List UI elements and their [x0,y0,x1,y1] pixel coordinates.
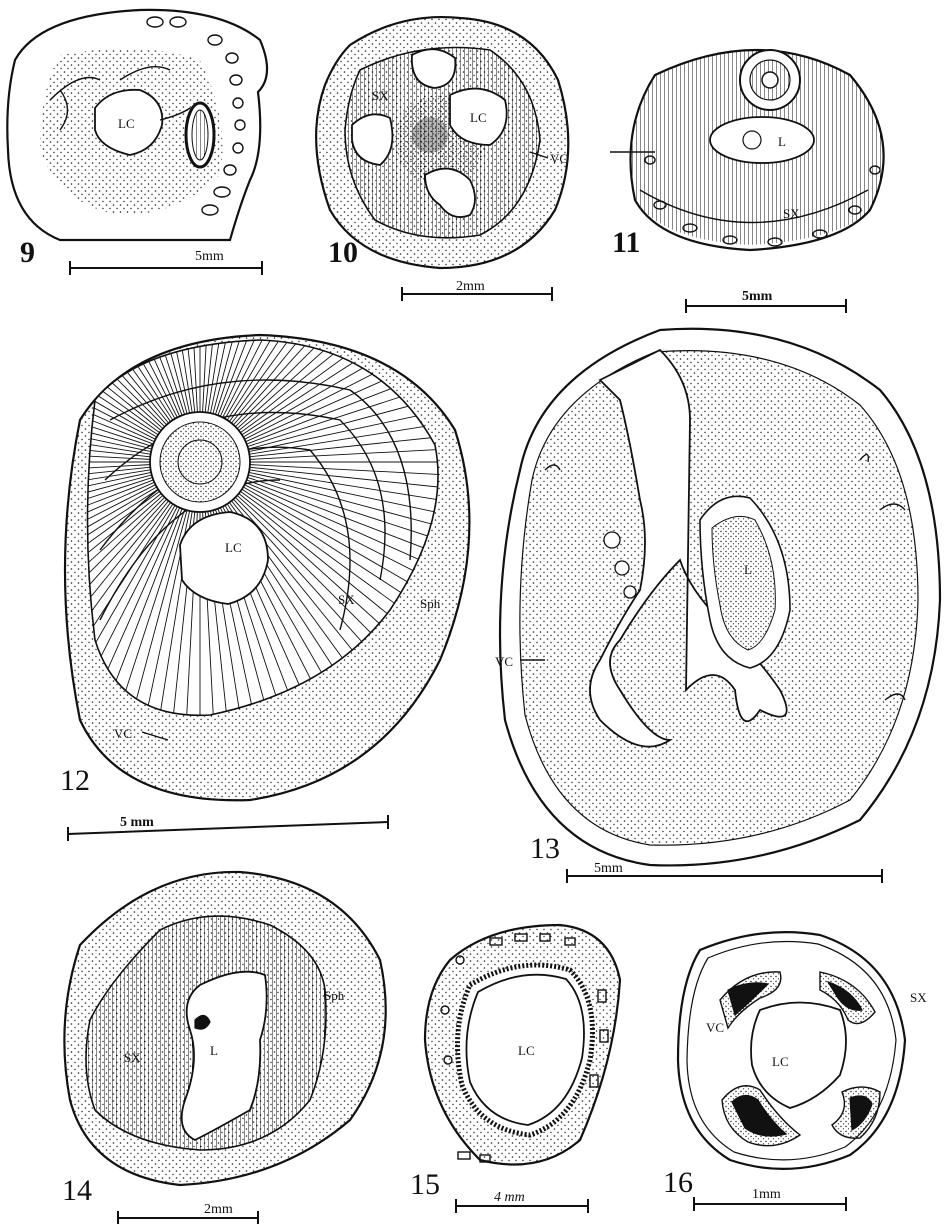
fig15-label-lc: LC [518,1043,535,1058]
fig14-scale-label: 2mm [204,1202,233,1217]
fig15-scale-label: 4 mm [494,1190,525,1205]
fig10-label-sx: SX [372,88,389,103]
fig12-label-lc: LC [225,540,242,555]
fig10-label-lc: LC [470,110,487,125]
fig16-label-sx: SX [910,990,927,1005]
fig13-label-vc: VC [495,654,513,669]
fig14-number: 14 [62,1174,92,1207]
fig11-number: 11 [612,226,640,259]
fig16-label-lc: LC [772,1054,789,1069]
fig12-label-sx: SX [338,592,355,607]
fig11-label-l: L [778,134,786,149]
figure-13: L VC 13 5mm [495,329,940,883]
fig12-scale-bar [68,822,388,834]
fig14-label-sx: SX [124,1050,141,1065]
fig9-scale-label: 5mm [195,249,224,264]
fig12-scale-label: 5 mm [120,815,154,830]
fig14-label-l: L [210,1043,218,1058]
fig14-label-sph: Sph [324,988,345,1003]
fig10-label-vc: VC [550,151,568,166]
figure-15: LC 15 4 mm [410,925,620,1213]
fig11-scale-label: 5mm [742,289,773,304]
fig9-label-lc: LC [118,116,135,131]
fig9-number: 9 [20,236,35,269]
fig11-lumen [710,117,814,163]
fig13-label-l: L [744,562,752,577]
figure-9: LC 9 5mm [7,10,267,275]
fig10-scale-label: 2mm [456,279,485,294]
fig16-number: 16 [663,1166,693,1199]
fig16-label-vc: VC [706,1020,724,1035]
fig12-label-sph: Sph [420,596,441,611]
figure-14: SX L Sph 14 2mm [62,872,386,1224]
fig12-number: 12 [60,764,90,797]
figure-10: SX LC VC 10 2mm [316,17,568,301]
figure-11: L SX 11 5mm [610,30,920,313]
figure-16: LC VC SX 16 1mm [663,932,927,1211]
fig11-label-sx: SX [783,206,800,221]
fig13-scale-label: 5mm [594,861,623,876]
fig16-scale-label: 1mm [752,1187,781,1202]
fig12-label-vc: VC [114,726,132,741]
fig15-number: 15 [410,1168,440,1201]
fig13-number: 13 [530,832,560,865]
fig10-number: 10 [328,236,358,269]
